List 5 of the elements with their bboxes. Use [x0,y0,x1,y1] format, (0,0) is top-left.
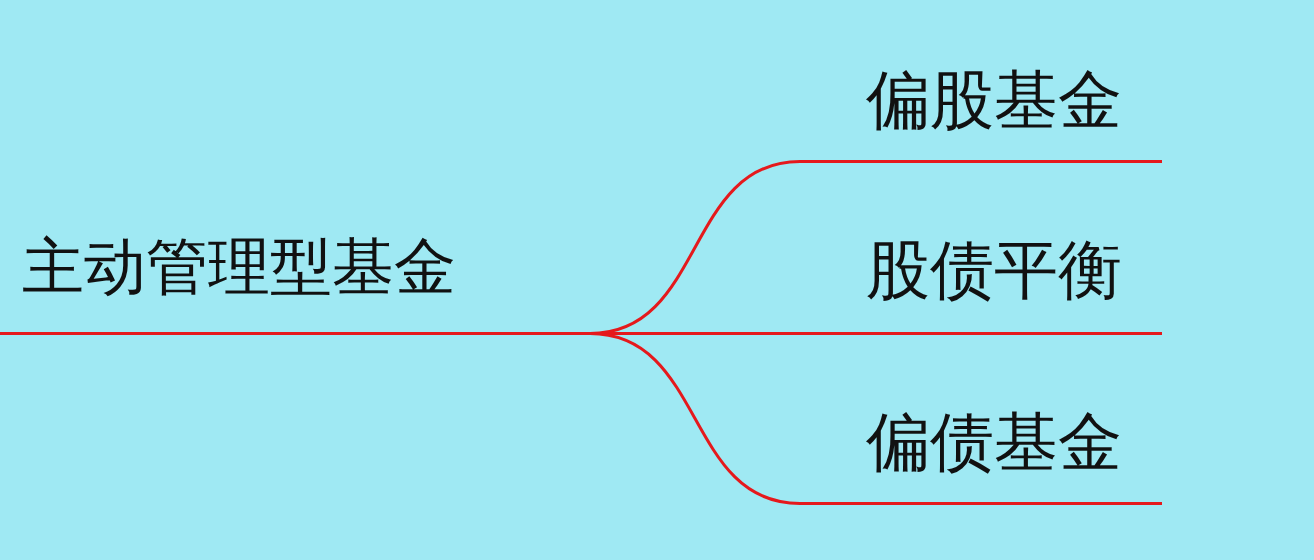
branch-topic: 偏债基金 [800,404,1162,505]
branch-topic: 股债平衡 [800,234,1162,335]
branch-topic: 偏股基金 [800,62,1162,163]
branch-line [589,332,801,505]
root-topic: 主动管理型基金 [0,215,590,335]
